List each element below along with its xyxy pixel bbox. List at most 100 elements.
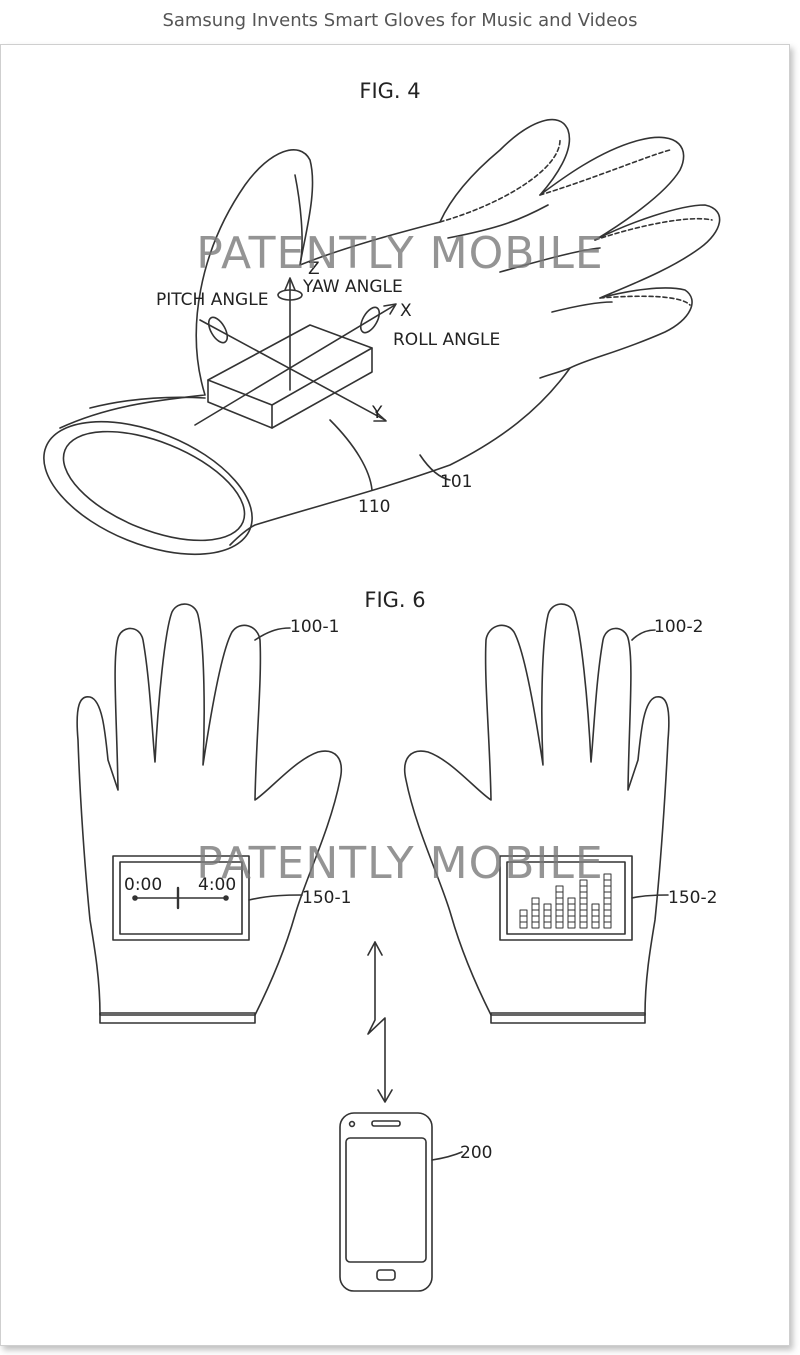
equalizer-segment (567, 921, 576, 929)
equalizer-segment (603, 909, 612, 917)
y-axis (199, 319, 386, 421)
glove-cuff-inner (62, 430, 246, 542)
equalizer-segment (603, 915, 612, 923)
equalizer-segment (531, 897, 540, 905)
finger-seam-3 (594, 217, 713, 241)
finger-seam-4 (599, 295, 691, 306)
leader-100-2 (631, 629, 656, 641)
fig4-sensor-block (207, 324, 373, 429)
palm-edge (539, 367, 571, 379)
sensor-front-face (207, 379, 273, 429)
equalizer-segment (543, 915, 552, 923)
equalizer-segment (579, 909, 588, 917)
equalizer-bar (555, 885, 564, 929)
sensor-side-face (271, 347, 373, 429)
ref-110-label: 110 (358, 497, 390, 517)
watermark-top: PATENTLY MOBILE (196, 228, 603, 279)
finger-edge-3 (551, 301, 613, 313)
equalizer-segment (591, 909, 600, 917)
time-end-label: 4:00 (198, 875, 236, 895)
equalizer-segment (603, 873, 612, 881)
equalizer-segment (531, 915, 540, 923)
equalizer-segment (531, 903, 540, 911)
timeline-start-dot (132, 895, 138, 901)
equalizer-segment (555, 903, 564, 911)
equalizer-segment (603, 885, 612, 893)
ref-200-label: 200 (460, 1143, 492, 1163)
yaw-rotation-icon (277, 289, 303, 301)
equalizer-segment (579, 915, 588, 923)
leader-150-2 (631, 894, 669, 899)
leader-110 (329, 419, 373, 491)
ref-100-2-label: 100-2 (654, 617, 703, 637)
z-axis-arrow (284, 277, 296, 291)
thumb-seam (294, 174, 303, 266)
leader-100-1 (254, 627, 291, 641)
axis-y-label: Y (371, 403, 383, 423)
equalizer-segment (555, 891, 564, 899)
wireless-zigzag (367, 941, 386, 1101)
equalizer-segment (555, 909, 564, 917)
finger-edge-2 (499, 247, 601, 273)
page-header-title: Samsung Invents Smart Gloves for Music a… (162, 10, 638, 31)
fig6-left-glove (76, 603, 342, 1024)
equalizer-segment (555, 921, 564, 929)
fig6-caption: FIG. 6 (364, 588, 425, 612)
glove-outline (59, 118, 721, 546)
equalizer-segment (603, 879, 612, 887)
axis-x-label: X (400, 301, 412, 321)
page-frame (0, 44, 790, 1346)
yaw-angle-label: YAW ANGLE (302, 277, 403, 297)
wireless-link (367, 941, 393, 1103)
equalizer-segment (567, 903, 576, 911)
equalizer-segment (591, 921, 600, 929)
roll-rotation-icon (359, 306, 381, 334)
equalizer-segment (591, 915, 600, 923)
leader-150-1 (248, 894, 303, 901)
equalizer-segment (531, 921, 540, 929)
equalizer-segment (543, 921, 552, 929)
finger-edge-1 (447, 204, 549, 239)
equalizer-segment (591, 903, 600, 911)
equalizer-segment (579, 891, 588, 899)
left-glove-cuff (99, 1012, 256, 1024)
fig6-right-glove (404, 603, 670, 1024)
equalizer-segment (543, 909, 552, 917)
finger-seam-2 (539, 149, 671, 196)
equalizer-segment (579, 897, 588, 905)
phone-camera (348, 1120, 356, 1128)
wrist-edge (89, 396, 206, 409)
equalizer-bar (531, 897, 540, 929)
right-display-screen (506, 861, 626, 935)
equalizer (519, 873, 612, 929)
right-glove-cuff (490, 1012, 646, 1024)
pitch-rotation-icon (207, 316, 229, 344)
glove-cuff-opening (43, 420, 253, 556)
y-axis-arrow (373, 411, 387, 422)
equalizer-segment (555, 897, 564, 905)
time-start-label: 0:00 (124, 875, 162, 895)
axis-z-label: Z (308, 259, 320, 279)
equalizer-bar (591, 903, 600, 929)
equalizer-segment (579, 903, 588, 911)
timeline-end-dot (223, 895, 229, 901)
equalizer-bar (579, 879, 588, 929)
phone-home-button (376, 1269, 396, 1281)
equalizer-segment (579, 879, 588, 887)
phone-screen (345, 1137, 427, 1263)
finger-seam-1 (439, 139, 561, 223)
leader-200 (431, 1151, 463, 1161)
equalizer-segment (531, 909, 540, 917)
ref-150-1-label: 150-1 (302, 888, 351, 908)
fig6-phone (339, 1112, 433, 1292)
right-glove-outline (404, 603, 670, 1016)
equalizer-bar (543, 903, 552, 929)
equalizer-segment (603, 891, 612, 899)
equalizer-segment (543, 903, 552, 911)
equalizer-bar (567, 897, 576, 929)
phone-speaker (371, 1120, 401, 1127)
equalizer-segment (603, 921, 612, 929)
left-display-screen (119, 861, 243, 935)
fig4-axes (194, 277, 397, 426)
